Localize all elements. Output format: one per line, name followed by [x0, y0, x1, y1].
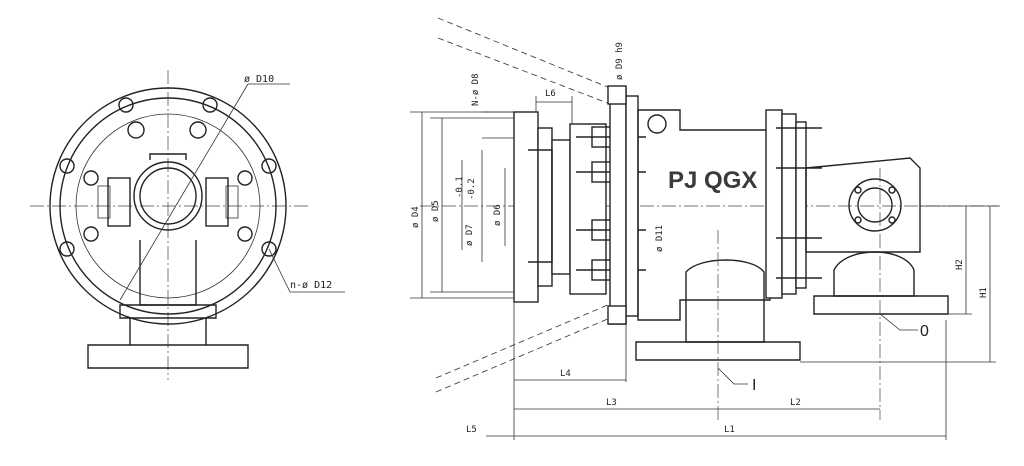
label-d10: ø D10 [244, 74, 274, 85]
label-l3: L3 [606, 398, 617, 408]
label-l2: L2 [790, 398, 801, 408]
end-view [30, 70, 345, 380]
label-d11: ø D11 [655, 225, 665, 252]
callout-zero: 0 [920, 323, 929, 340]
label-d6: ø D6 [493, 204, 503, 226]
label-h1: H1 [979, 287, 989, 298]
product-title: PJ QGX [668, 167, 757, 194]
label-l1: L1 [724, 425, 735, 435]
side-view [410, 17, 1000, 440]
label-l6: L6 [545, 89, 556, 99]
label-h2: H2 [955, 259, 965, 270]
label-n-d8: N-ø D8 [471, 73, 481, 106]
label-tol2: -0.2 [467, 178, 477, 200]
callout-one: I [752, 377, 756, 394]
label-l4: L4 [560, 369, 571, 379]
label-d9: ø D9 h9 [615, 42, 625, 80]
label-d5: ø D5 [431, 200, 441, 222]
label-d4: ø D4 [411, 206, 421, 228]
label-d7: ø D7 [465, 224, 475, 246]
label-n-d12: n-ø D12 [290, 280, 332, 291]
label-l5: L5 [466, 425, 477, 435]
label-tol: -0.1 [455, 176, 465, 198]
